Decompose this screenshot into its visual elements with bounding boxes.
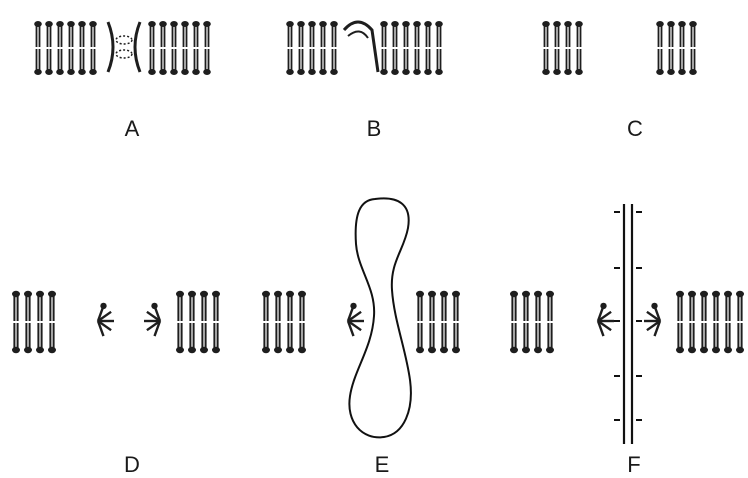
panel-f-bilayer-right — [676, 291, 744, 353]
lipid-pair — [188, 291, 196, 353]
lipid-pair — [510, 291, 518, 353]
lipid-pair — [330, 21, 338, 75]
lipid-pair — [34, 21, 42, 75]
panel-label-b: B — [354, 116, 394, 142]
panel-e-bilayer-right — [416, 291, 460, 353]
lipid-pair — [534, 291, 542, 353]
lipid-pair — [286, 291, 294, 353]
lipid-pair — [428, 291, 436, 353]
lipid-pair — [678, 21, 686, 75]
panel-e-bilayer-left — [262, 291, 306, 353]
lipid-pair — [262, 291, 270, 353]
lipid-pair — [656, 21, 664, 75]
panel-d-cap-left — [144, 303, 161, 337]
lipid-pair — [553, 21, 561, 75]
panel-label-f: F — [614, 452, 654, 478]
panel-d-bilayer-right — [176, 291, 220, 353]
panel-c-bilayer-left — [542, 21, 583, 75]
lipid-pair — [736, 291, 744, 353]
lipid-pair — [286, 21, 294, 75]
panel-a-pore-lipids — [108, 22, 140, 72]
lipid-pair — [45, 21, 53, 75]
lipid-pair — [176, 291, 184, 353]
lipid-pair — [380, 21, 388, 75]
lipid-pair — [416, 291, 424, 353]
panel-b-bent-lipids — [344, 22, 378, 72]
lipid-pair — [391, 21, 399, 75]
panel-label-e: E — [362, 452, 402, 478]
panel-f-cap-left — [644, 303, 661, 337]
lipid-pair — [700, 291, 708, 353]
lipid-pair — [12, 291, 20, 353]
lipid-pair — [724, 291, 732, 353]
lipid-pair — [297, 21, 305, 75]
lipid-pair — [689, 21, 697, 75]
lipid-pair — [319, 21, 327, 75]
lipid-pair — [298, 291, 306, 353]
lipid-pair — [192, 21, 200, 75]
lipid-pair — [56, 21, 64, 75]
lipid-pair — [667, 21, 675, 75]
lipid-pair — [402, 21, 410, 75]
panel-d-cap-right — [97, 303, 114, 337]
lipid-pair — [24, 291, 32, 353]
lipid-pair — [546, 291, 554, 353]
panel-f-bilayer-left — [510, 291, 554, 353]
lipid-pair — [170, 21, 178, 75]
lipid-pair — [522, 291, 530, 353]
panel-a-bilayer — [34, 21, 211, 75]
lipid-pair — [148, 21, 156, 75]
panel-c-bilayer-right — [656, 21, 697, 75]
panel-f-cap-right — [597, 303, 614, 337]
lipid-pair — [688, 291, 696, 353]
lipid-pair — [89, 21, 97, 75]
lipid-pair — [212, 291, 220, 353]
lipid-pair — [712, 291, 720, 353]
lipid-pair — [424, 21, 432, 75]
lipid-pair — [203, 21, 211, 75]
lipid-pair — [413, 21, 421, 75]
panel-e-protein-outline — [349, 198, 410, 437]
lipid-pair — [575, 21, 583, 75]
lipid-pair — [181, 21, 189, 75]
panel-e-cap-right — [347, 303, 364, 337]
lipid-pair — [542, 21, 550, 75]
panel-d-bilayer-left — [12, 291, 56, 353]
lipid-pair — [440, 291, 448, 353]
lipid-pair — [435, 21, 443, 75]
lipid-pair — [48, 291, 56, 353]
panel-label-d: D — [112, 452, 152, 478]
lipid-pair — [78, 21, 86, 75]
lipid-pair — [452, 291, 460, 353]
lipid-pair — [274, 291, 282, 353]
panel-f-channel — [614, 204, 642, 444]
lipid-pair — [308, 21, 316, 75]
lipid-pair — [564, 21, 572, 75]
panel-label-c: C — [615, 116, 655, 142]
lipid-pair — [200, 291, 208, 353]
lipid-pair — [676, 291, 684, 353]
lipid-pair — [67, 21, 75, 75]
lipid-pair — [36, 291, 44, 353]
lipid-pair — [159, 21, 167, 75]
panel-label-a: A — [112, 116, 152, 142]
panel-b-bilayer — [286, 21, 443, 75]
